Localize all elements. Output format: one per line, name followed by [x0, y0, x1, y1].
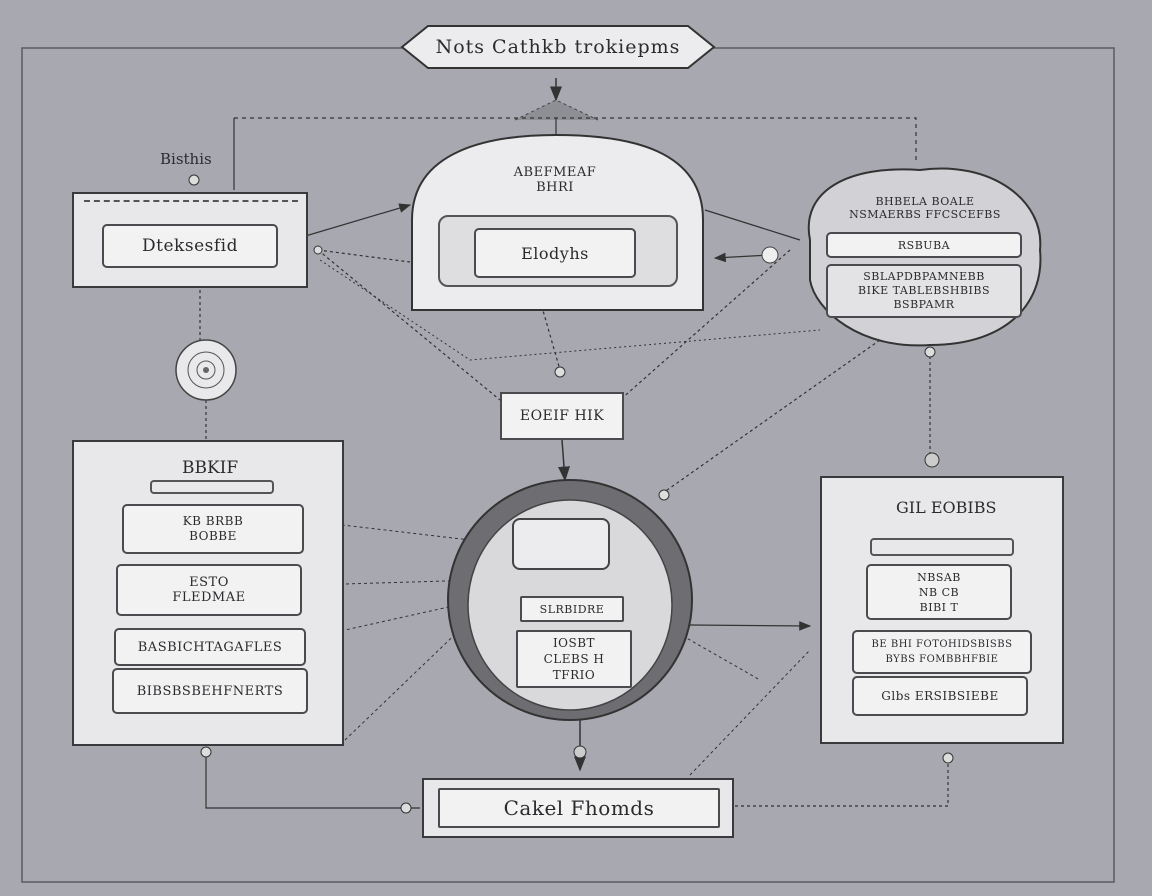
- title-banner: Nots Cathkb trokiepms: [400, 24, 716, 70]
- left-panel: BBKIF KB BRBB BOBBE ESTO FLEDMAE BASBICH…: [72, 440, 344, 746]
- left-field-1: KB BRBB BOBBE: [122, 504, 304, 554]
- cloud-text-top: BHBELA BOALE NSMAERBS FFCSCEFBS: [849, 195, 1001, 221]
- left-field-2: ESTO FLEDMAE: [116, 564, 302, 616]
- left-field-4: BIBSBSBEHFNERTS: [112, 668, 308, 714]
- right-panel-heading: GIL EOBIBS: [896, 498, 997, 517]
- middle-box: EOEIF HIK: [500, 392, 624, 440]
- circle-field-1: SLRBIDRE: [520, 596, 624, 622]
- circle-field-2: IOSBT CLEBS H TFRIO: [516, 630, 632, 688]
- left-field-3: BASBICHTAGAFLES: [114, 628, 306, 666]
- left-top-box: Dteksesfid: [72, 192, 308, 288]
- left-panel-heading: BBKIF: [182, 458, 239, 478]
- left-top-field: Dteksesfid: [102, 224, 278, 268]
- bottom-box: Cakel Fhomds: [422, 778, 734, 838]
- dome-field: Elodyhs: [474, 228, 636, 278]
- right-field-2: BE BHI FOTOHIDSBISBS BYBS FOMBBHFBIE: [852, 630, 1032, 674]
- right-field-3: Glbs ERSIBSIEBE: [852, 676, 1028, 716]
- cloud-row: RSBUBA: [826, 232, 1022, 258]
- right-panel: GIL EOBIBS NBSAB NB CB BIBI T BE BHI FOT…: [820, 476, 1064, 744]
- small-label: Bisthis: [160, 150, 212, 168]
- dome-heading: ABEFMEAF BHRI: [513, 165, 597, 195]
- circle-top-shape: [512, 518, 610, 570]
- right-field-1: NBSAB NB CB BIBI T: [866, 564, 1012, 620]
- cloud-field: SBLAPDBPAMNEBB BIKE TABLEBSHBIBS BSBPAMR: [826, 264, 1022, 318]
- bottom-field: Cakel Fhomds: [438, 788, 720, 828]
- diagram-title: Nots Cathkb trokiepms: [435, 36, 681, 58]
